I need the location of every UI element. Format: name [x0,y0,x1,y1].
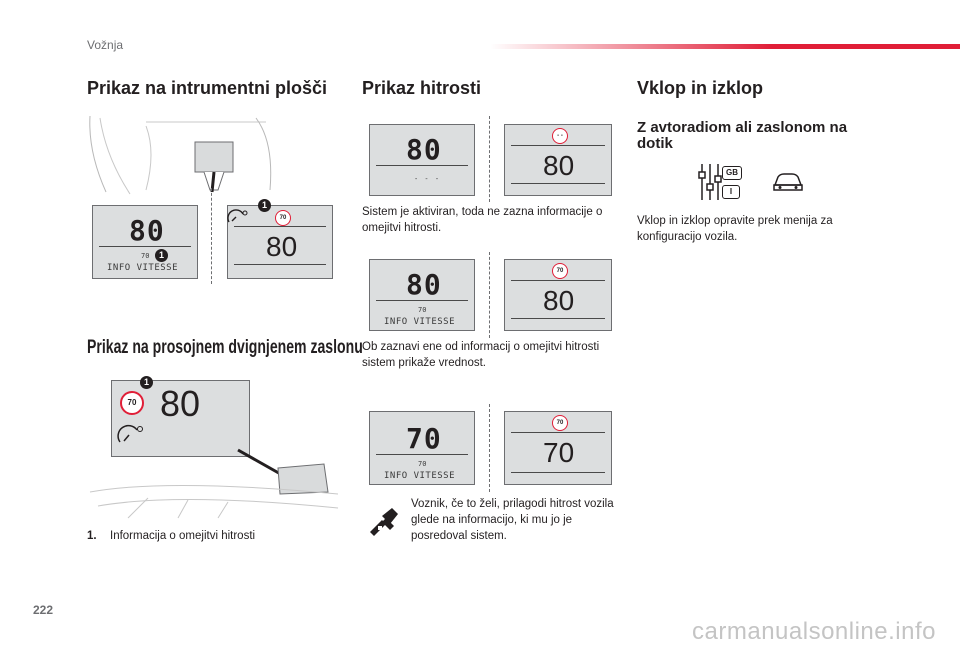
display-limit: - - - [414,175,441,183]
row2-description: Ob zaznavi ene od informacij o omejitvi … [362,341,600,369]
language-gb-badge: GB [722,166,742,180]
car-icon [773,173,803,191]
speed-limit-sign: 70 [552,263,568,279]
row1-display-right: - - 80 [504,124,612,196]
display-info-label: INFO VITESSE [384,317,456,327]
footnote-text: Informacija o omejitvi hitrosti [110,530,256,542]
speed-limit-sign: - - [552,128,568,144]
section-label: Vožnja [87,38,124,52]
row1-description: Sistem je aktiviran, toda ne zazna infor… [362,206,603,234]
callout-marker: 1 [140,376,153,389]
page-number: 222 [33,603,54,617]
hud-display: 70 80 [111,380,250,457]
callout-marker: 1 [258,199,271,212]
speed-limit-sign: 70 [275,210,291,226]
col3-title: Vklop in izklop [637,78,764,98]
speedometer-icon [227,209,248,223]
connector-dashed-line [211,188,212,284]
display-speed: 70 [543,437,575,468]
row2-display-left: 80 70 INFO VITESSE [369,259,475,331]
hud-projection-illustration [89,448,339,519]
display-speed: 70 [406,422,442,455]
display-limit: 70 [141,252,150,260]
cluster-display-right: 70 80 [227,205,333,279]
language-i-badge: I [722,185,740,199]
col3-description: Vklop in izklop opravite prek menija za … [637,215,833,243]
display-speed: 80 [543,285,575,316]
tool-icon [370,508,398,536]
col1-subtitle: Prikaz na prosojnem dvignjenem zaslonu [87,337,363,358]
display-speed: 80 [543,150,575,181]
row3-description: Voznik, če to želi, prilagodi hitrost vo… [411,498,614,542]
footnote-number: 1. [87,530,97,542]
instrument-panel-illustration [89,115,272,195]
speed-limit-sign: 70 [552,415,568,431]
display-limit: 70 [418,460,427,468]
col1-title: Prikaz na intrumentni plošči [87,78,328,98]
display-speed: 80 [266,231,298,262]
row2-display-right: 70 80 [504,259,612,331]
watermark: carmanualsonline.info [692,618,936,645]
cluster-display-left: 80 70 INFO VITESSE 1 [92,205,198,279]
display-speed: 80 [129,214,165,247]
col2-title: Prikaz hitrosti [362,78,482,98]
display-speed: 80 [406,133,442,166]
display-limit: 70 [418,306,427,314]
settings-sliders-icon [698,164,722,200]
row3-display-left: 70 70 INFO VITESSE [369,411,475,485]
hud-speed-limit-sign: 70 [120,391,144,415]
hud-speed: 80 [160,383,201,424]
hud-speedometer-icon [117,424,143,443]
col3-subtitle: Z avtoradiom ali zaslonom na dotik [637,119,848,152]
display-speed: 80 [406,268,442,301]
callout-marker: 1 [155,249,168,262]
header-accent-bar [490,44,960,49]
display-info-label: INFO VITESSE [384,471,456,481]
row1-display-left: 80 - - - [369,124,475,196]
row3-display-right: 70 70 [504,411,612,485]
display-info-label: INFO VITESSE [107,263,179,273]
